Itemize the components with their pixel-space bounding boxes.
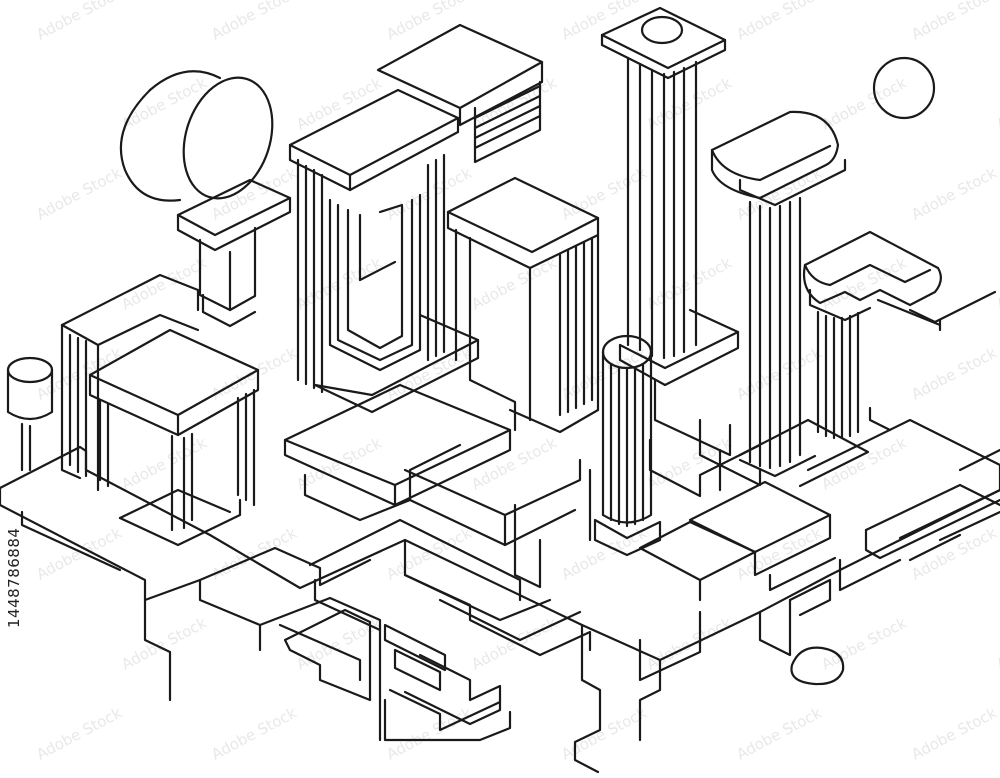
base-platform bbox=[0, 445, 1000, 774]
watermark-text: Adobe Stock bbox=[993, 613, 1000, 673]
disc-sculpture bbox=[119, 70, 292, 328]
watermark-text: Adobe Stock bbox=[643, 253, 734, 313]
watermark-text: Adobe Stock bbox=[208, 0, 299, 44]
left-wall-block bbox=[60, 273, 200, 492]
watermark-text: Adobe Stock bbox=[118, 73, 209, 133]
watermark-text: Adobe Stock bbox=[733, 523, 824, 583]
watermark-text: Adobe Stock bbox=[818, 613, 909, 673]
watermark-text: Adobe Stock bbox=[293, 433, 384, 493]
watermark-text: Adobe Stock bbox=[293, 613, 384, 673]
watermark-text: Adobe Stock bbox=[993, 73, 1000, 133]
watermark-text: Adobe Stock bbox=[908, 0, 999, 44]
watermark-text: Adobe Stock bbox=[33, 523, 124, 583]
central-cube bbox=[446, 176, 600, 434]
stacked-slab bbox=[376, 23, 544, 164]
bracket-column bbox=[802, 230, 942, 440]
doorway-arch bbox=[288, 88, 480, 414]
watermark-text: Adobe Stock bbox=[643, 613, 734, 673]
watermark-text: Adobe Stock bbox=[293, 253, 384, 313]
watermark-text: Adobe Stock bbox=[33, 163, 124, 223]
watermark-text: Adobe Stock bbox=[468, 253, 559, 313]
step-blocks bbox=[278, 578, 512, 742]
small-table bbox=[88, 328, 260, 547]
floating-shapes bbox=[790, 56, 936, 686]
watermark-text: Adobe Stock bbox=[733, 0, 824, 44]
watermark-text: Adobe Stock bbox=[33, 0, 124, 44]
watermark-text: Adobe Stock bbox=[908, 343, 999, 403]
watermark-text: Adobe Stock bbox=[118, 613, 209, 673]
watermark-text: Adobe Stock bbox=[558, 703, 649, 763]
watermark-text: Adobe Stock bbox=[908, 163, 999, 223]
watermark-text: Adobe Stock bbox=[383, 703, 474, 763]
watermark-text: Adobe Stock bbox=[33, 703, 124, 763]
tall-column bbox=[600, 6, 740, 457]
watermark-text: Adobe Stock bbox=[33, 343, 124, 403]
watermark-text: Adobe Stock bbox=[118, 253, 209, 313]
watermark-text: Adobe Stock bbox=[733, 703, 824, 763]
watermark-text: Adobe Stock bbox=[208, 703, 299, 763]
central-floor-slab bbox=[283, 383, 582, 589]
watermark-text: Adobe Stock bbox=[383, 0, 474, 44]
floating-circle bbox=[872, 56, 936, 120]
short-column bbox=[588, 334, 662, 557]
capital-column bbox=[698, 110, 847, 487]
watermark-text: Adobe Stock bbox=[818, 73, 909, 133]
watermark-text: Adobe Stock bbox=[643, 73, 734, 133]
floating-pebble bbox=[790, 646, 845, 686]
watermark-text: Adobe Stock bbox=[558, 163, 649, 223]
watermark-text: Adobe Stock bbox=[993, 253, 1000, 313]
watermark-text: Adobe Stock bbox=[383, 523, 474, 583]
watermark-text: Adobe Stock bbox=[468, 613, 559, 673]
right-platform bbox=[638, 290, 1000, 602]
cylinder-post-left bbox=[6, 356, 54, 472]
stock-id-label: 1448786884 bbox=[5, 527, 23, 629]
watermark-text: Adobe Stock bbox=[118, 433, 209, 493]
watermark-text: Adobe Stock bbox=[908, 703, 999, 763]
watermark-text: Adobe Stock bbox=[383, 163, 474, 223]
